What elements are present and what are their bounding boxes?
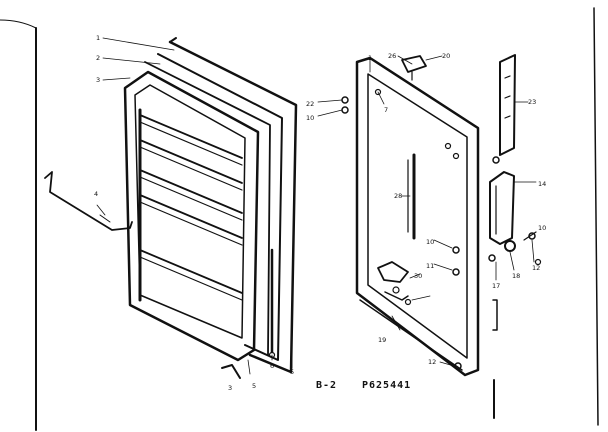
door-liner-assembly [44, 37, 298, 379]
callout-28: 28 [394, 192, 402, 200]
callout-11: 11 [426, 262, 434, 270]
figure-section-label: B-2 [316, 380, 338, 391]
callout-26: 26 [388, 52, 396, 60]
callout-1: 1 [96, 34, 100, 42]
callout-18: 18 [512, 272, 520, 280]
callout-20: 20 [442, 52, 450, 60]
callouts-door-frame: 1 26 20 7 22 10 23 28 14 10 11 17 18 12 … [306, 52, 546, 366]
callout-10a: 10 [306, 114, 314, 122]
callout-14: 14 [538, 180, 546, 188]
callout-3: 3 [96, 76, 100, 84]
callout-30: 30 [414, 272, 422, 280]
callout-22: 22 [306, 100, 314, 108]
callout-10c: 10 [538, 224, 546, 232]
callout-5: 5 [252, 382, 256, 390]
leader-lines [96, 37, 537, 375]
figure-part-number: P625441 [362, 380, 412, 391]
callout-3b: 3 [228, 384, 232, 392]
callout-23: 23 [528, 98, 536, 106]
callout-12b: 12 [428, 358, 436, 366]
callout-5b: 5 [290, 368, 294, 376]
callout-frame-1: 1 [368, 54, 372, 62]
callout-12a: 12 [532, 264, 540, 272]
door-frame-assembly [341, 54, 542, 377]
callout-4: 4 [94, 190, 98, 198]
callouts-door-liner: 1 2 3 4 5 6 5 3 [94, 34, 294, 392]
callout-19: 19 [378, 336, 386, 344]
callout-10b: 10 [426, 238, 434, 246]
callout-2: 2 [96, 54, 100, 62]
callout-6: 6 [270, 362, 274, 370]
callout-17: 17 [492, 282, 500, 290]
callout-7: 7 [384, 106, 388, 114]
page-edge-marks [0, 7, 599, 431]
